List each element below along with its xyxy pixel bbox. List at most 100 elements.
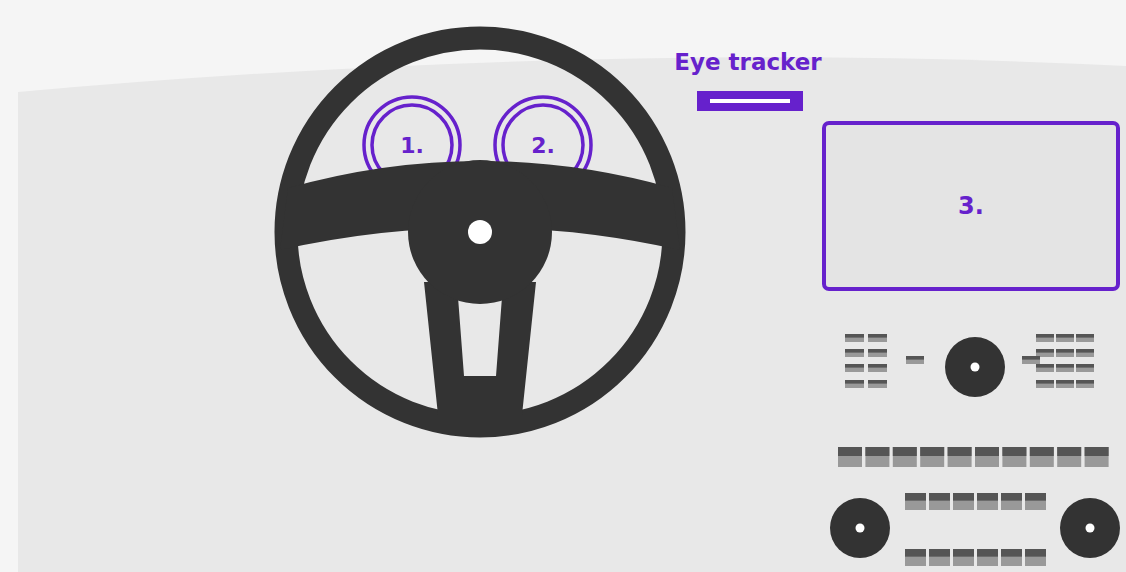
button-face xyxy=(1036,380,1054,388)
button-face xyxy=(953,549,974,566)
button-top xyxy=(977,549,998,557)
button-face xyxy=(845,349,864,357)
control-button xyxy=(1025,549,1046,566)
button-face xyxy=(845,364,864,372)
steering-wheel-rim xyxy=(286,38,674,426)
button-top xyxy=(868,349,887,353)
control-button xyxy=(977,493,998,510)
control-button xyxy=(1056,364,1074,372)
button-top xyxy=(920,447,944,456)
button-top xyxy=(1085,447,1109,456)
control-button xyxy=(845,380,864,388)
button-face xyxy=(1056,380,1074,388)
control-button xyxy=(929,549,950,566)
button-face xyxy=(868,364,887,372)
control-button xyxy=(865,447,889,467)
gauge-ring: 2. xyxy=(493,95,593,195)
control-button xyxy=(868,364,887,372)
button-face xyxy=(905,493,926,510)
button-top xyxy=(845,364,864,368)
button-top xyxy=(975,447,999,456)
control-button xyxy=(893,447,917,467)
callout-number: 3. xyxy=(826,125,1116,287)
button-face xyxy=(868,349,887,357)
control-button xyxy=(1001,549,1022,566)
control-button xyxy=(920,447,944,467)
control-button xyxy=(1036,380,1054,388)
knob-dot xyxy=(856,524,865,533)
steering-wheel-hub xyxy=(408,160,552,304)
control-button xyxy=(953,493,974,510)
button-face xyxy=(1085,447,1109,467)
button-top xyxy=(1036,349,1054,353)
button-top xyxy=(1056,380,1074,384)
button-top xyxy=(868,334,887,338)
button-top xyxy=(1036,380,1054,384)
button-face xyxy=(1036,334,1054,342)
control-button xyxy=(1076,380,1094,388)
button-face xyxy=(977,493,998,510)
button-top xyxy=(1002,447,1026,456)
button-face xyxy=(865,447,889,467)
button-face xyxy=(905,549,926,566)
button-top xyxy=(1056,364,1074,368)
button-top xyxy=(1001,493,1022,501)
button-top xyxy=(1025,493,1046,501)
button-face xyxy=(953,493,974,510)
button-top xyxy=(1022,356,1040,360)
knob-dot xyxy=(971,363,980,372)
button-top xyxy=(905,493,926,501)
control-button xyxy=(1056,334,1074,342)
button-face xyxy=(1076,380,1094,388)
button-top xyxy=(1030,447,1054,456)
button-top xyxy=(1001,549,1022,557)
control-button xyxy=(1025,493,1046,510)
horn-dot xyxy=(468,220,492,244)
button-top xyxy=(1057,447,1081,456)
dashboard-surface xyxy=(18,57,1126,572)
button-face xyxy=(920,447,944,467)
control-button xyxy=(868,380,887,388)
button-top xyxy=(1076,364,1094,368)
control-button xyxy=(948,447,972,467)
control-button xyxy=(905,549,926,566)
button-face xyxy=(1025,549,1046,566)
button-top xyxy=(953,549,974,557)
button-top xyxy=(929,493,950,501)
button-face xyxy=(1076,334,1094,342)
control-button xyxy=(1036,364,1054,372)
gauge-ring: 1. xyxy=(362,95,462,195)
knob-dot xyxy=(1086,524,1095,533)
button-face xyxy=(1076,349,1094,357)
button-face xyxy=(1056,334,1074,342)
screen-box: 3. xyxy=(822,121,1120,291)
control-button xyxy=(906,356,924,364)
button-top xyxy=(905,549,926,557)
control-button xyxy=(1036,349,1054,357)
control-knob xyxy=(945,337,1005,397)
steering-wheel-spoke xyxy=(424,282,536,415)
button-face xyxy=(1056,349,1074,357)
control-button xyxy=(1022,356,1040,364)
button-top xyxy=(868,380,887,384)
button-face xyxy=(977,549,998,566)
control-button xyxy=(1076,334,1094,342)
control-button xyxy=(838,447,862,467)
button-face xyxy=(845,380,864,388)
button-face xyxy=(1030,447,1054,467)
button-top xyxy=(845,380,864,384)
control-knob xyxy=(830,498,890,558)
button-top xyxy=(948,447,972,456)
control-button xyxy=(1056,380,1074,388)
button-top xyxy=(1036,364,1054,368)
control-button xyxy=(1076,364,1094,372)
control-button xyxy=(1057,447,1081,467)
button-face xyxy=(1022,356,1040,364)
control-button xyxy=(975,447,999,467)
button-face xyxy=(948,447,972,467)
control-button xyxy=(1085,447,1109,467)
button-face xyxy=(868,380,887,388)
button-face xyxy=(868,334,887,342)
